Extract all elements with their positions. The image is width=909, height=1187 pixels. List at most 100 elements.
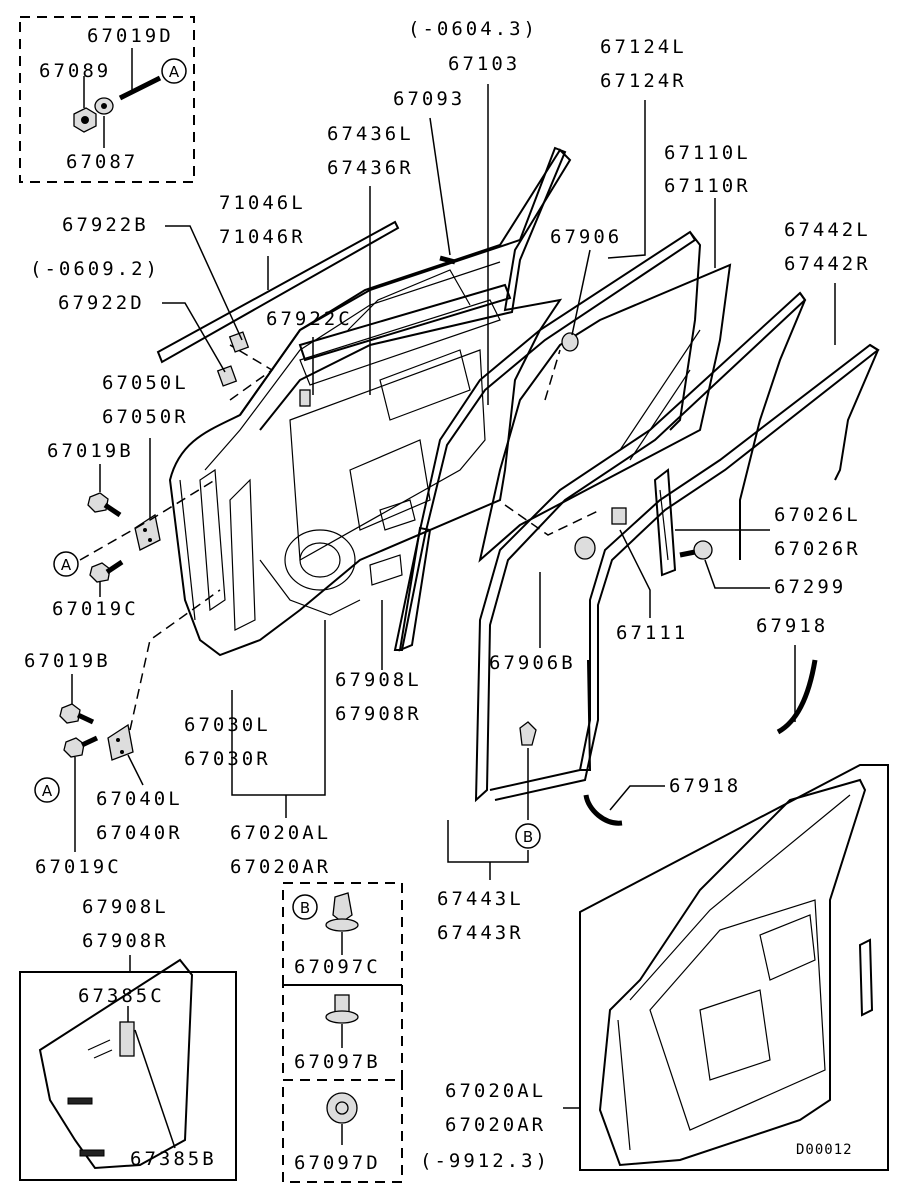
window-sash-67436 xyxy=(239,146,567,431)
inset-box-67908 xyxy=(19,971,237,1181)
leader-67443 xyxy=(447,820,529,863)
belt-molding-71046 xyxy=(156,220,400,364)
label-67442l: 67442L xyxy=(784,219,871,241)
label-67019c-lower: 67019C xyxy=(35,856,122,878)
hinge-upper-67050 xyxy=(134,513,161,551)
label-67436r: 67436R xyxy=(327,157,414,179)
bolt-67019b-upper xyxy=(87,492,122,518)
leader-67040 xyxy=(127,754,144,786)
svg-text:B: B xyxy=(523,828,533,846)
leader-67111 xyxy=(619,529,651,618)
leader-67918-lower xyxy=(609,785,665,811)
label-67922c: 67922C xyxy=(266,308,353,330)
label-0609-2: (-0609.2) xyxy=(30,258,160,280)
bumper-67906 xyxy=(561,332,579,352)
door-panel-67020 xyxy=(168,148,572,657)
label-67443l: 67443L xyxy=(437,888,524,910)
bolt-67019c-upper xyxy=(89,559,124,583)
glass-shine-1 xyxy=(619,329,701,451)
leader-67124 xyxy=(607,100,646,259)
window-sash-inner xyxy=(347,269,471,331)
door-glass-67110 xyxy=(478,263,732,563)
label-67020ar-alt: 67020AR xyxy=(445,1114,547,1136)
seal-67918-lower xyxy=(583,794,623,826)
weatherstrip-rear xyxy=(739,292,807,560)
label-67385b: 67385B xyxy=(130,1148,217,1170)
glass-run-rear xyxy=(669,231,702,431)
clip-67097c xyxy=(325,892,359,955)
label-67050l: 67050L xyxy=(102,372,189,394)
label-67111: 67111 xyxy=(616,622,689,644)
seal-67918-upper xyxy=(776,659,818,735)
washer-67087 xyxy=(94,97,114,115)
bolt-67299 xyxy=(679,540,713,560)
label-71046l: 71046L xyxy=(219,192,306,214)
label-67110r: 67110R xyxy=(664,175,751,197)
label-67908l: 67908L xyxy=(335,669,422,691)
label-67050r: 67050R xyxy=(102,406,189,428)
label-67906: 67906 xyxy=(550,226,623,248)
leader-67093 xyxy=(429,117,451,256)
dashline-bumper xyxy=(544,349,561,401)
label-67040l: 67040L xyxy=(96,788,183,810)
bolt-67019b-lower xyxy=(59,703,95,725)
label-67918-upper: 67918 xyxy=(756,615,829,637)
svg-text:A: A xyxy=(169,63,180,81)
weatherstrip-lower xyxy=(580,659,592,771)
inset-box-67020-alt xyxy=(579,764,889,1171)
callout-a-lower: A xyxy=(34,777,60,803)
label-67097d: 67097D xyxy=(294,1152,381,1174)
leader-67906 xyxy=(571,249,591,336)
label-67922d: 67922D xyxy=(58,292,145,314)
label-67097c: 67097C xyxy=(294,956,381,978)
label-67026l: 67026L xyxy=(774,504,861,526)
regulator-67026 xyxy=(611,468,677,577)
label-67124l: 67124L xyxy=(600,36,687,58)
label-67019c-upper: 67019C xyxy=(52,598,139,620)
callout-b-inset: B xyxy=(292,894,318,920)
label-67020al: 67020AL xyxy=(230,822,332,844)
weatherstrip-outer xyxy=(834,344,880,481)
label-9912-3: (-9912.3) xyxy=(420,1150,550,1172)
clip-67922c xyxy=(299,389,311,407)
label-67908l-inset: 67908L xyxy=(82,896,169,918)
svg-text:B: B xyxy=(300,899,310,917)
label-67385c: 67385C xyxy=(78,985,165,1007)
svg-text:A: A xyxy=(61,556,72,574)
label-67918-lower: 67918 xyxy=(669,775,742,797)
inset-box-67019d xyxy=(19,16,195,183)
callout-a-top: A xyxy=(161,58,187,84)
leader-67030-67020 xyxy=(231,620,326,796)
bolt-67093 xyxy=(439,255,456,265)
leader-67299 xyxy=(704,559,770,589)
door-alt-67020 xyxy=(598,778,874,1167)
hinge-lower-67040 xyxy=(107,723,134,761)
dashline-hinge-upper xyxy=(79,479,216,561)
label-67087: 67087 xyxy=(66,151,139,173)
label-67908r-inset: 67908R xyxy=(82,930,169,952)
label-67442r: 67442R xyxy=(784,253,871,275)
glass-run-67103 xyxy=(298,283,512,362)
bolt-67019c-lower xyxy=(63,735,99,758)
figure-id-label: D00012 xyxy=(796,1142,853,1158)
label-67026r: 67026R xyxy=(774,538,861,560)
label-67906b: 67906B xyxy=(489,652,576,674)
label-67019b-lower: 67019B xyxy=(24,650,111,672)
leader-67385b xyxy=(134,1029,176,1149)
label-67030r: 67030R xyxy=(184,748,271,770)
label-67097b: 67097B xyxy=(294,1051,381,1073)
label-67020ar: 67020AR xyxy=(230,856,332,878)
clip-67443 xyxy=(519,721,537,746)
dashline-glass xyxy=(504,504,601,536)
label-67908r: 67908R xyxy=(335,703,422,725)
label-67443r: 67443R xyxy=(437,922,524,944)
label-67020al-alt: 67020AL xyxy=(445,1080,547,1102)
label-67089: 67089 xyxy=(39,60,112,82)
bumper-67906b xyxy=(574,536,596,560)
glass-run-channel-67124 xyxy=(393,230,697,651)
label-67103: 67103 xyxy=(448,53,521,75)
label-67124r: 67124R xyxy=(600,70,687,92)
leader-67922d xyxy=(162,302,226,373)
